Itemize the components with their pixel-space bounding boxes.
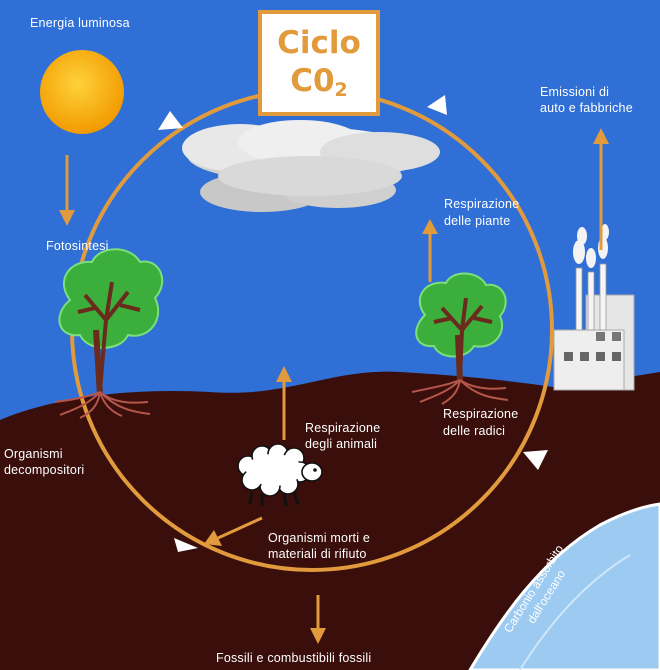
label-emissions-line2: auto e fabbriche [540, 101, 633, 115]
label-root-respiration-line2: delle radici [443, 424, 506, 438]
formula-subscript: 2 [334, 79, 348, 101]
cycle-arrowhead-icon [427, 95, 447, 115]
ocean [468, 502, 660, 670]
sheep-icon [237, 443, 323, 507]
soil-ground [0, 371, 660, 670]
arrow-sun-to-photosynthesis [59, 155, 75, 226]
label-root-respiration-line1: Respirazione [443, 407, 519, 421]
label-energy: Energia luminosa [30, 16, 130, 30]
label-fossils: Fossili e combustibili fossili [216, 651, 372, 665]
label-dead-organisms-line2: materiali di rifiuto [268, 547, 367, 561]
title-main: Ciclo [277, 25, 361, 61]
tree-left-icon [54, 248, 164, 419]
label-plant-respiration-line1: Respirazione [444, 197, 520, 211]
cycle-title-box: Ciclo C02 [258, 10, 380, 116]
arrow-animal-respiration [276, 366, 292, 440]
formula-base: C0 [290, 63, 335, 99]
factory-icon [553, 263, 635, 391]
smoke-icon [573, 224, 609, 268]
label-photosynthesis: Fotosintesi [46, 239, 109, 253]
tree-right-icon [411, 272, 509, 405]
ocean-wave [519, 554, 631, 670]
cloud-icon [182, 120, 440, 212]
label-animal-respiration-line2: degli animali [305, 437, 378, 451]
label-animal-respiration-line1: Respirazione [305, 421, 381, 435]
label-decomposers-line1: Organismi [4, 447, 63, 461]
cycle-arrowhead-icon [174, 538, 198, 552]
label-dead-organisms-line1: Organismi morti e [268, 531, 371, 545]
arrow-plant-respiration [422, 219, 438, 282]
title-formula: C02 [262, 62, 376, 109]
label-decomposers-line2: decompositori [4, 463, 85, 477]
arrow-dead-organisms [204, 516, 263, 546]
label-emissions-line1: Emissioni di [540, 85, 610, 99]
cycle-arrowhead-icon [158, 111, 183, 130]
arrow-fossils [310, 595, 326, 644]
arrow-emissions [593, 128, 609, 250]
cycle-arrowhead-icon [523, 450, 548, 470]
label-plant-respiration-line2: delle piante [444, 214, 511, 228]
sun-icon [40, 50, 124, 134]
